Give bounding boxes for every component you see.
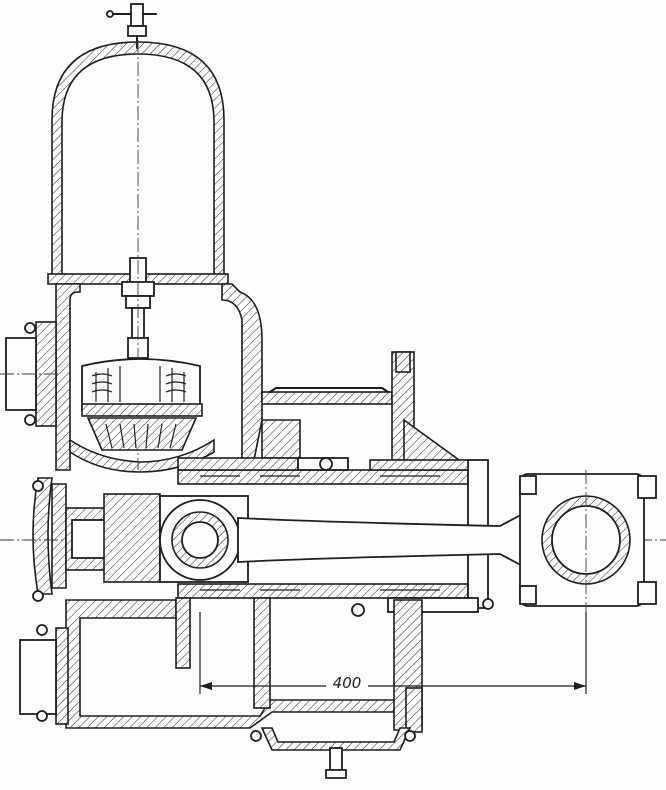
dimension-label: 400 [333, 674, 362, 692]
discharge-branch [261, 351, 473, 469]
connecting-rod [159, 499, 531, 581]
suction-flange-upper [0, 321, 60, 427]
dimension-400: 400 [199, 612, 587, 694]
big-end-bearing [519, 470, 657, 690]
drain-cover [250, 727, 416, 779]
valve-spindle [121, 40, 155, 470]
discharge-valve-assembly [81, 358, 203, 451]
crosshead-guide [177, 457, 494, 617]
suction-flange-lower [19, 624, 69, 725]
lower-housing [65, 597, 423, 733]
vent-valve [106, 3, 157, 49]
